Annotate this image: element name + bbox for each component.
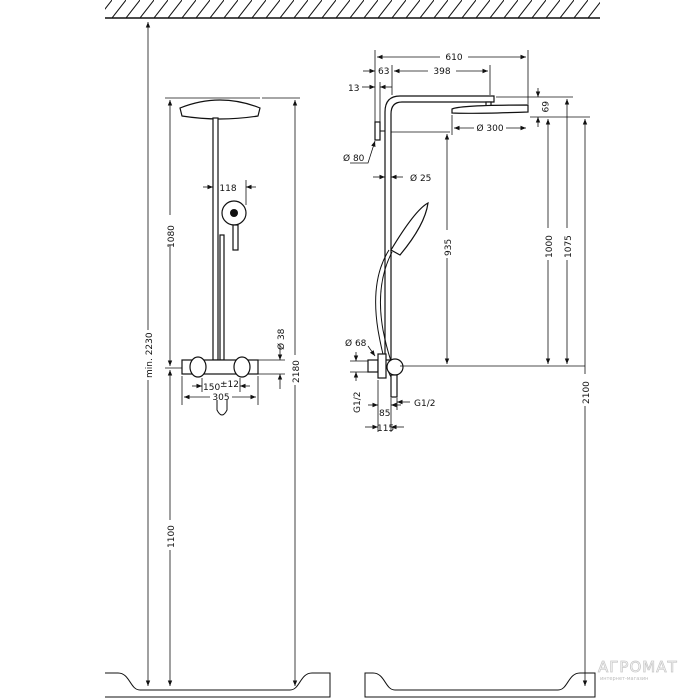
dim-610: 610: [445, 53, 462, 63]
dim-1100: 1100: [167, 525, 177, 548]
dim-1075: 1075: [564, 235, 574, 258]
dim-85: 85: [379, 409, 390, 419]
dim-69: 69: [539, 101, 549, 113]
dim-13: 13: [348, 84, 359, 94]
dim-min-height: min. 2230: [145, 332, 155, 378]
floor-tray-right: [364, 672, 596, 698]
dim-118: 118: [219, 184, 236, 194]
dim-1000: 1000: [545, 235, 555, 258]
dim-935: 935: [444, 239, 454, 256]
dim-inlet-right: G1/2: [414, 399, 435, 409]
dim-2100: 2100: [582, 381, 592, 404]
dim-1080: 1080: [167, 225, 177, 248]
dim-212: ±12: [220, 380, 239, 390]
side-view-dimensions: 610 398 63 13 69 Ø 300 Ø 80 Ø 25 935 100…: [343, 50, 592, 686]
dim-150: 150: [203, 383, 220, 393]
front-view-dimensions: min. 2230 1080 1100 2180 118 Ø 38 150 ±1…: [140, 22, 302, 686]
dim-thermostat-diameter: Ø 38: [276, 328, 287, 350]
dim-2180: 2180: [292, 360, 302, 383]
dim-head-diameter: Ø 300: [476, 123, 503, 134]
ceiling: [105, 0, 600, 19]
front-view-shower: [179, 99, 261, 416]
svg-text:АГРОМАТ: АГРОМАТ: [598, 658, 678, 676]
dim-inlet-left: G1/2: [353, 392, 363, 413]
dim-pipe-diameter: Ø 25: [410, 173, 431, 184]
dim-thermostat-diameter: Ø 68: [345, 338, 367, 349]
svg-text:интернет-магазин: интернет-магазин: [600, 676, 648, 682]
dim-63: 63: [378, 67, 389, 77]
dim-398: 398: [433, 67, 450, 77]
floor-tray-left: [105, 672, 331, 698]
dim-115: 115: [377, 424, 394, 434]
dim-flange-diameter: Ø 80: [343, 153, 365, 164]
watermark-logo: АГРОМАТ интернет-магазин: [598, 658, 678, 682]
dim-305: 305: [212, 393, 229, 403]
side-view-shower: [367, 95, 529, 398]
